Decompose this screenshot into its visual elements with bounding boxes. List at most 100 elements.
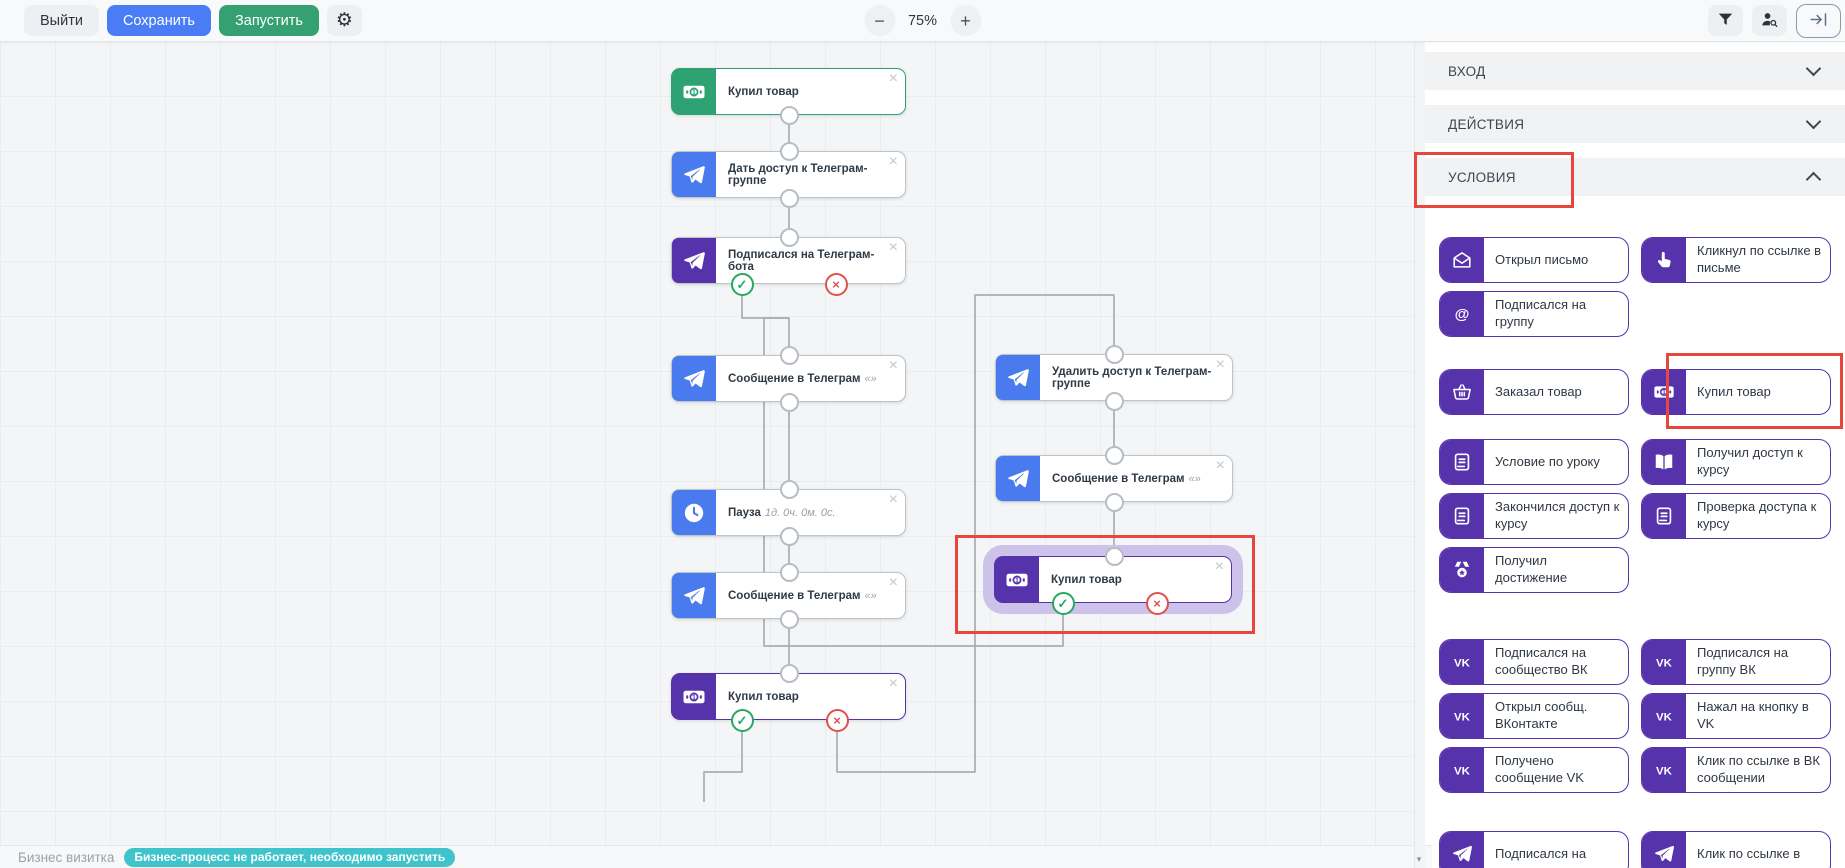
cross-output-icon[interactable]: × <box>825 708 849 732</box>
condition-item-label: Проверка доступа к курсу <box>1697 499 1817 531</box>
condition-item[interactable]: Получил достижение <box>1439 547 1629 593</box>
user-search-button[interactable] <box>1752 5 1787 36</box>
condition-item[interactable]: @Подписался на группу <box>1439 291 1629 337</box>
save-button[interactable]: Сохранить <box>106 5 211 36</box>
filter-icon <box>1716 10 1735 32</box>
condition-item[interactable]: Подписался на <box>1439 831 1629 868</box>
condition-item-label: Закончился доступ к курсу <box>1495 499 1620 531</box>
connection-port[interactable] <box>779 392 799 412</box>
condition-item-label: Подписался на группу ВК <box>1697 645 1789 677</box>
condition-item[interactable]: Проверка доступа к курсу <box>1641 493 1831 539</box>
connection-port[interactable] <box>1104 546 1124 566</box>
condition-item-label: Получил доступ к курсу <box>1697 445 1803 477</box>
svg-text:VK: VK <box>1656 657 1673 669</box>
condition-item-label: Условие по уроку <box>1495 453 1600 469</box>
connection-port[interactable] <box>1104 445 1124 465</box>
connection-port[interactable] <box>779 141 799 161</box>
close-icon[interactable]: × <box>1214 558 1224 575</box>
condition-item[interactable]: VK Подписался на группу ВК <box>1641 639 1831 685</box>
flow-node-label: Купил товар <box>728 690 799 703</box>
check-output-icon[interactable]: ✓ <box>730 708 754 732</box>
connection-port[interactable] <box>779 609 799 629</box>
zoom-out-button[interactable]: − <box>863 5 895 36</box>
condition-item-label: Открыл письмо <box>1495 251 1589 267</box>
exit-button[interactable]: Выйти <box>24 5 99 36</box>
close-icon[interactable]: × <box>888 239 898 256</box>
banknote-icon: 1 <box>995 557 1039 602</box>
zoom-level: 75% <box>907 12 938 29</box>
condition-item[interactable]: Кликнул по ссылке в письме <box>1641 237 1831 283</box>
telegram-icon <box>996 355 1040 400</box>
close-icon[interactable]: × <box>888 357 898 374</box>
status-bar: Бизнес визитка Бизнес-процесс не работае… <box>0 845 1432 868</box>
condition-item[interactable]: Закончился доступ к курсу <box>1439 493 1629 539</box>
section-conditions[interactable]: УСЛОВИЯ <box>1424 158 1845 196</box>
filter-button[interactable] <box>1708 5 1743 36</box>
cross-output-icon[interactable]: × <box>1145 591 1169 615</box>
close-icon[interactable]: × <box>888 574 898 591</box>
flow-node-label: Удалить доступ к Телеграм-группе <box>1052 365 1212 390</box>
connection-port[interactable] <box>779 227 799 247</box>
close-icon[interactable]: × <box>1215 457 1225 474</box>
condition-item[interactable]: Условие по уроку <box>1439 439 1629 485</box>
vk-icon: VK <box>1642 694 1686 738</box>
connection-port[interactable] <box>1104 391 1124 411</box>
collapse-right-icon <box>1808 9 1829 33</box>
close-icon[interactable]: × <box>1215 356 1225 373</box>
connection-port[interactable] <box>779 345 799 365</box>
collapse-panel-button[interactable] <box>1796 3 1841 38</box>
process-name: Бизнес визитка <box>18 850 115 865</box>
close-icon[interactable]: × <box>888 675 898 692</box>
condition-item[interactable]: Открыл письмо <box>1439 237 1629 283</box>
condition-item[interactable]: Клик по ссылке в <box>1641 831 1831 868</box>
chevron-up-icon <box>1805 171 1822 188</box>
connection-port[interactable] <box>779 188 799 208</box>
section-entry[interactable]: ВХОД <box>1424 52 1845 90</box>
telegram-icon <box>672 238 716 283</box>
node-pause[interactable]: Пауза 1д. 0ч. 0м. 0с.× <box>671 489 906 536</box>
gear-icon: ⚙ <box>335 10 353 31</box>
connection-port[interactable] <box>1104 344 1124 364</box>
status-badge: Бизнес-процесс не работает, необходимо з… <box>124 848 456 867</box>
check-output-icon[interactable]: ✓ <box>730 272 754 296</box>
svg-text:1: 1 <box>1662 389 1666 396</box>
close-icon[interactable]: × <box>888 70 898 87</box>
check-output-icon[interactable]: ✓ <box>1051 591 1075 615</box>
condition-item[interactable]: Заказал товар <box>1439 369 1629 415</box>
vk-icon: VK <box>1642 748 1686 792</box>
flow-node-label: Сообщение в Телеграм «» <box>1052 472 1201 485</box>
zoom-in-button[interactable]: + <box>950 5 982 36</box>
run-button[interactable]: Запустить <box>219 5 319 36</box>
banknote-icon: 1 <box>672 674 716 719</box>
vk-icon: VK <box>1440 694 1484 738</box>
condition-item[interactable]: Получил доступ к курсу <box>1641 439 1831 485</box>
chevron-down-icon <box>1805 113 1822 130</box>
scroll-down-arrow[interactable]: ▾ <box>1416 854 1422 864</box>
connection-port[interactable] <box>779 479 799 499</box>
close-icon[interactable]: × <box>888 491 898 508</box>
condition-group: Подписался на Клик по ссылке в <box>1439 831 1831 868</box>
canvas-scrollbar[interactable]: ▾ <box>1414 41 1425 868</box>
connection-port[interactable] <box>779 526 799 546</box>
svg-text:VK: VK <box>1656 711 1673 723</box>
connection-port[interactable] <box>779 562 799 582</box>
flow-node-label: Сообщение в Телеграм «» <box>728 372 877 385</box>
section-actions[interactable]: ДЕЙСТВИЯ <box>1424 105 1845 143</box>
journal-icon <box>1440 494 1484 538</box>
close-icon[interactable]: × <box>888 153 898 170</box>
connection-port[interactable] <box>1104 492 1124 512</box>
cross-output-icon[interactable]: × <box>824 272 848 296</box>
settings-button[interactable]: ⚙ <box>326 5 362 36</box>
connection-port[interactable] <box>779 663 799 683</box>
connection-port[interactable] <box>779 105 799 125</box>
